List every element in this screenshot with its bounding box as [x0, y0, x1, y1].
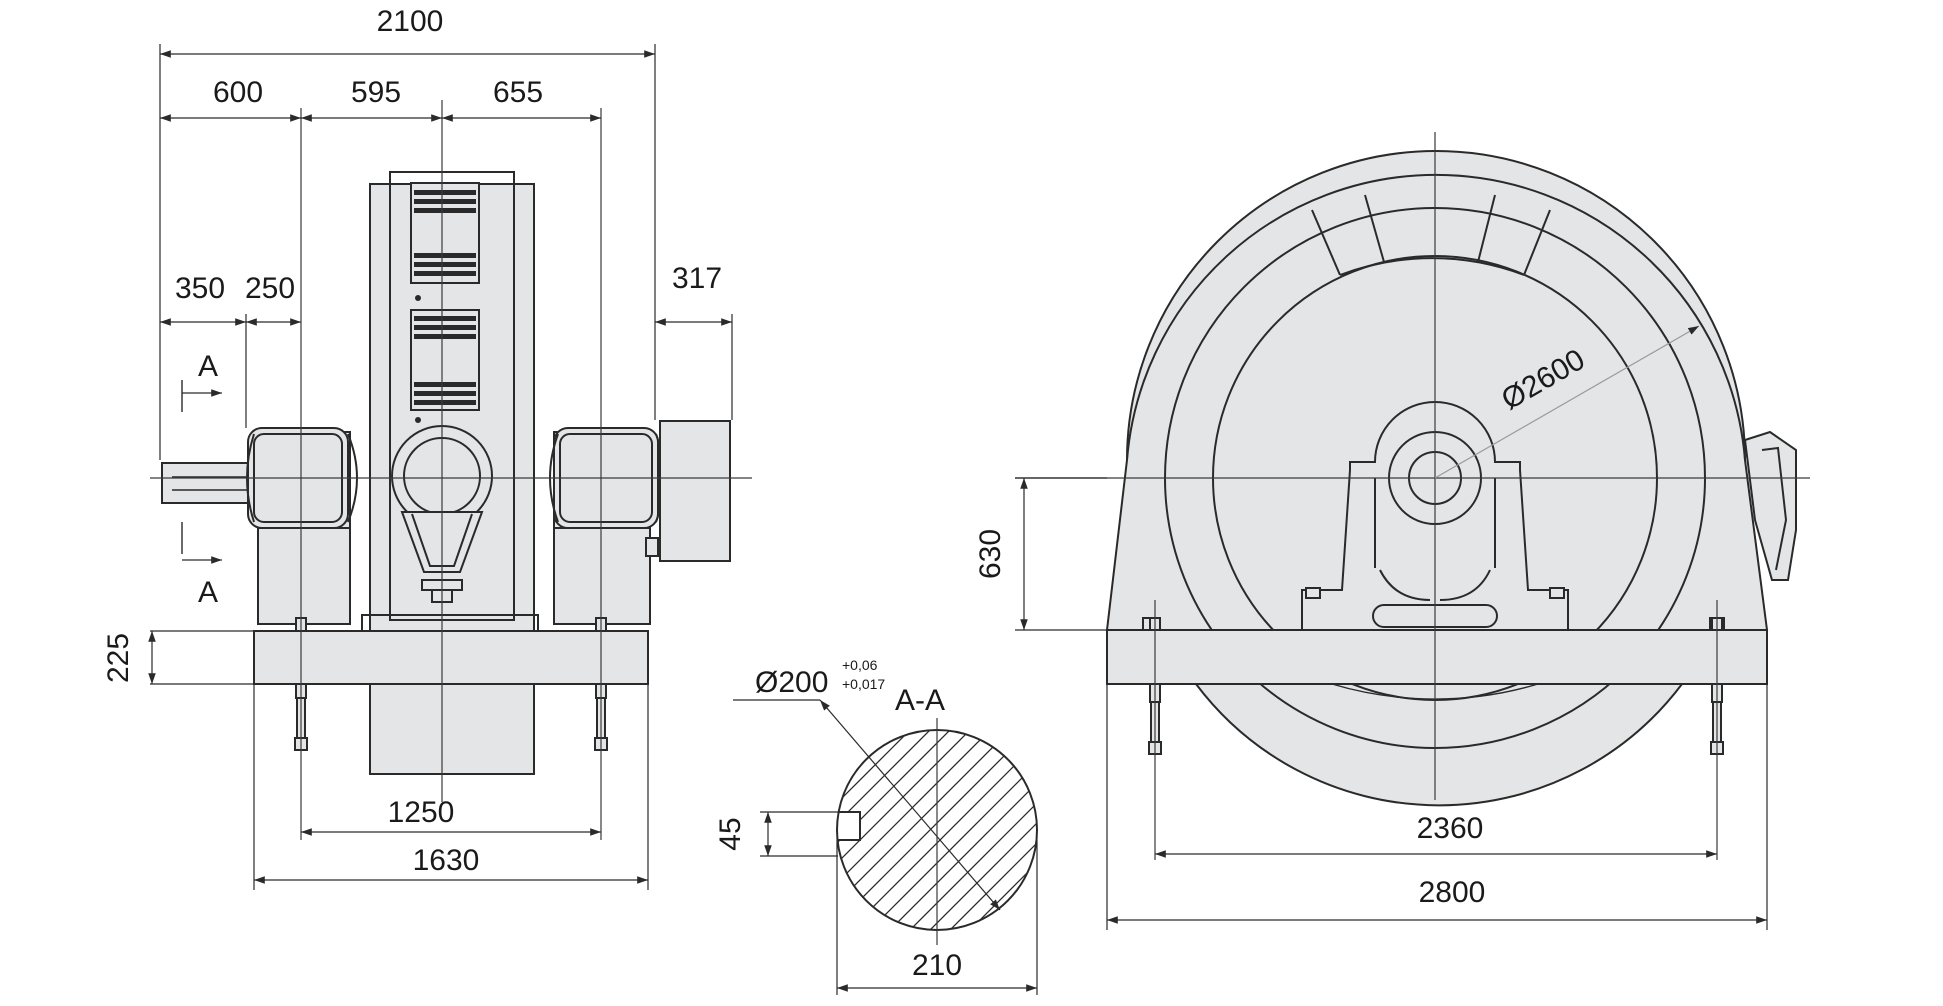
dim-595: 595	[351, 76, 401, 109]
section-mark-bottom: A	[198, 576, 218, 609]
dim-2360: 2360	[1417, 812, 1484, 845]
dim-630: 630	[974, 529, 1007, 579]
coupling	[659, 420, 731, 562]
tolerance-lower: +0,017	[842, 676, 885, 692]
front-view-dimensions: 2100 600 595 655 350 250 317 225 1250 16…	[102, 5, 733, 890]
vent-upper	[410, 182, 480, 284]
base-plate	[253, 630, 649, 685]
dim-210: 210	[912, 949, 962, 982]
dim-655: 655	[493, 76, 543, 109]
dim-600: 600	[213, 76, 263, 109]
dim-2800: 2800	[1419, 876, 1486, 909]
dim-shaft-diameter: Ø200	[755, 666, 828, 699]
vent-lower	[410, 309, 480, 411]
side-base-plate	[1106, 629, 1768, 685]
terminal-box	[1743, 430, 1797, 581]
side-view	[1015, 132, 1810, 860]
shaft-end	[161, 462, 255, 504]
housing-shell	[1105, 150, 1769, 631]
tolerance-upper: +0,06	[842, 657, 878, 673]
front-view	[150, 100, 752, 840]
dim-1250: 1250	[388, 796, 455, 829]
dim-1630: 1630	[413, 844, 480, 877]
section-title: A-A	[895, 684, 945, 717]
section-mark-top: A	[198, 350, 218, 383]
dim-250: 250	[245, 272, 295, 305]
dim-317: 317	[672, 262, 722, 295]
dim-45: 45	[714, 817, 747, 850]
dim-350: 350	[175, 272, 225, 305]
dim-2100: 2100	[377, 5, 444, 38]
section-markers: A A	[181, 350, 222, 609]
dim-225: 225	[102, 633, 135, 683]
